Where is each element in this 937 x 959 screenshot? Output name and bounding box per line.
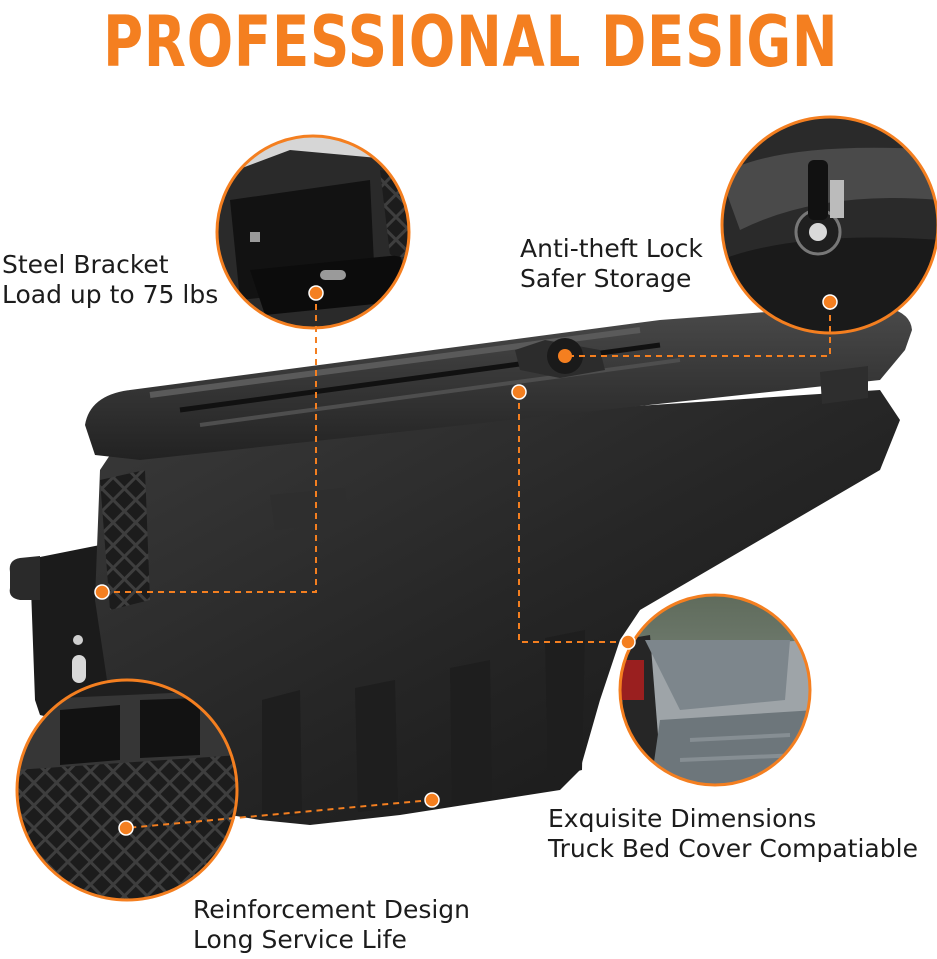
tool-box <box>9 305 912 825</box>
reinforcement-design-caption: Reinforcement Design Long Service Life <box>193 895 470 955</box>
anti-theft-lock-caption: Anti-theft Lock Safer Storage <box>520 234 703 294</box>
headline: PROFESSIONAL DESIGN <box>103 1 839 83</box>
caption-subtitle: Long Service Life <box>193 925 407 954</box>
dot-lock-callout <box>822 294 838 310</box>
caption-subtitle: Safer Storage <box>520 264 692 293</box>
leader-lines <box>102 293 831 829</box>
leader-reinforcement <box>125 799 433 829</box>
leader-anti-theft-lock <box>568 302 831 357</box>
dot-base <box>424 792 440 808</box>
caption-subtitle: Load up to 75 lbs <box>2 280 219 309</box>
leader-truck-bed <box>518 392 628 643</box>
caption-subtitle: Truck Bed Cover Compatiable <box>548 834 918 863</box>
dot-steel-bracket <box>308 285 324 301</box>
steel-bracket-callout <box>215 134 411 330</box>
caption-title: Steel Bracket <box>2 250 169 279</box>
truck-bed-callout <box>618 593 812 787</box>
caption-title: Exquisite Dimensions <box>548 804 817 833</box>
dot-truck-bed <box>620 634 636 650</box>
reinforcement-callout <box>15 678 239 902</box>
dot-reinforcement <box>118 820 134 836</box>
dot-lid <box>511 384 527 400</box>
callout-dots <box>94 285 838 836</box>
leader-steel-bracket <box>102 293 317 593</box>
exquisite-dimensions-caption: Exquisite Dimensions Truck Bed Cover Com… <box>548 804 918 864</box>
caption-title: Reinforcement Design <box>193 895 471 924</box>
caption-title: Anti-theft Lock <box>520 234 703 263</box>
steel-bracket-caption: Steel Bracket Load up to 75 lbs <box>2 250 218 310</box>
dot-bracket-mount <box>94 584 110 600</box>
